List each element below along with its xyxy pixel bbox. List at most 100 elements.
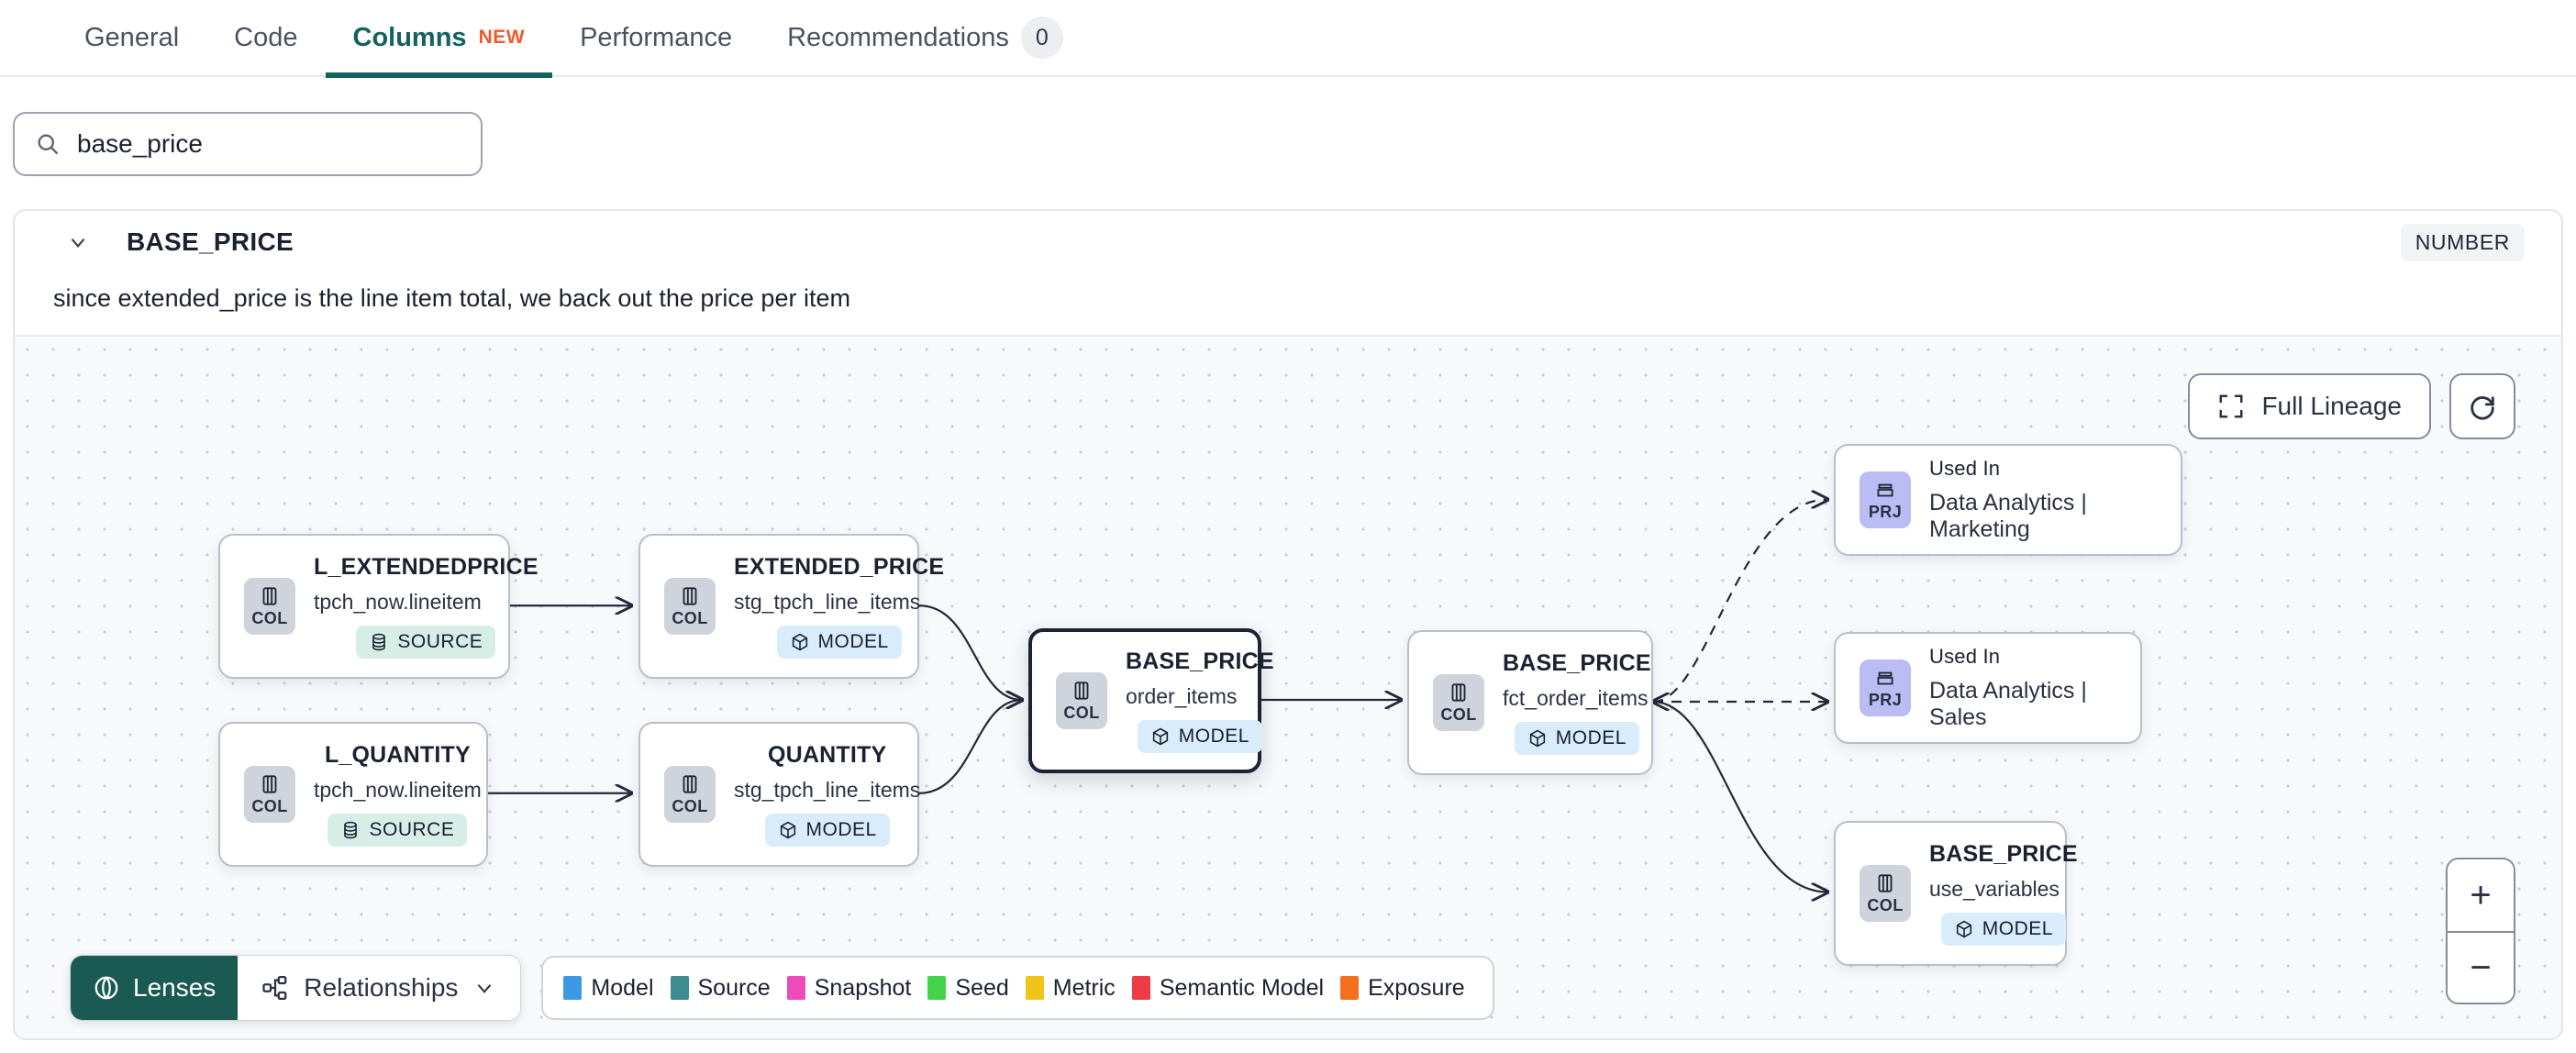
lineage-node-prj_sales[interactable]: PRJ Used In Data Analytics | Sales bbox=[1834, 632, 2142, 744]
node-title: L_EXTENDEDPRICE bbox=[314, 554, 539, 580]
cube-icon bbox=[1954, 919, 1974, 939]
legend-swatch bbox=[1131, 976, 1150, 1000]
legend-item-snapshot[interactable]: Snapshot bbox=[786, 974, 919, 1002]
node-badge-label: PRJ bbox=[1868, 691, 1903, 709]
legend-swatch bbox=[1025, 976, 1044, 1000]
column-icon-badge: COL bbox=[1433, 674, 1484, 731]
node-badge-label: COL bbox=[251, 797, 288, 815]
zoom-out-button[interactable]: − bbox=[2448, 931, 2514, 1003]
column-icon bbox=[1447, 681, 1471, 704]
node-title: BASE_PRICE bbox=[1929, 841, 2078, 867]
relationships-label: Relationships bbox=[304, 973, 459, 1002]
column-icon bbox=[258, 584, 282, 608]
node-title: BASE_PRICE bbox=[1126, 648, 1274, 674]
project-icon-badge: PRJ bbox=[1860, 660, 1911, 716]
node-title: BASE_PRICE bbox=[1503, 650, 1651, 676]
zoom-in-button[interactable]: + bbox=[2448, 859, 2514, 931]
node-subtitle: stg_tpch_line_items bbox=[734, 778, 921, 802]
node-kind-label: MODEL bbox=[1982, 918, 2053, 939]
node-title: EXTENDED_PRICE bbox=[734, 554, 945, 580]
lineage-legend: Model Source Snapshot Seed Metric Semantic Mo… bbox=[541, 956, 1494, 1020]
search-icon bbox=[35, 131, 61, 157]
node-subtitle: stg_tpch_line_items bbox=[734, 590, 921, 614]
legend-item-seed[interactable]: Seed bbox=[927, 975, 1016, 1002]
legend-label: Exposure bbox=[1368, 974, 1465, 1001]
relationships-button[interactable]: Relationships bbox=[238, 956, 521, 1020]
relationships-icon bbox=[261, 974, 289, 1002]
node-kind-badge: MODEL bbox=[1137, 720, 1262, 753]
node-title: Used In bbox=[1929, 645, 2001, 668]
legend-swatch bbox=[786, 976, 805, 1000]
legend-item-model[interactable]: Model bbox=[563, 975, 661, 1002]
node-kind-label: MODEL bbox=[1178, 726, 1249, 747]
legend-label: Seed bbox=[955, 974, 1009, 1001]
node-title: QUANTITY bbox=[767, 742, 887, 768]
lenses-button[interactable]: Lenses bbox=[71, 956, 239, 1020]
tab-label: Recommendations bbox=[787, 22, 1009, 52]
lineage-top-controls: Full Lineage bbox=[2188, 373, 2515, 439]
node-subtitle: tpch_now.lineitem bbox=[314, 590, 482, 614]
lineage-edges bbox=[488, 337, 2561, 1040]
legend-label: Semantic Model bbox=[1159, 974, 1325, 1001]
node-kind-badge: SOURCE bbox=[328, 814, 468, 847]
tab-code[interactable]: Code bbox=[206, 0, 325, 76]
legend-item-metric[interactable]: Metric bbox=[1025, 975, 1123, 1002]
cube-icon bbox=[778, 820, 798, 840]
column-icon-badge: COL bbox=[664, 766, 716, 823]
node-subtitle: use_variables bbox=[1929, 877, 2060, 901]
column-icon bbox=[1873, 871, 1897, 895]
node-subtitle: Data Analytics | Sales bbox=[1929, 678, 2087, 730]
refresh-button[interactable] bbox=[2449, 373, 2515, 439]
search-box[interactable] bbox=[13, 112, 483, 176]
column-icon-badge: COL bbox=[1056, 672, 1107, 729]
chevron-down-icon[interactable] bbox=[66, 230, 90, 254]
node-badge-label: COL bbox=[1440, 705, 1477, 724]
legend-item-exposure[interactable]: Exposure bbox=[1340, 975, 1472, 1002]
column-type-badge: NUMBER bbox=[2400, 223, 2525, 261]
node-subtitle: tpch_now.lineitem bbox=[314, 778, 482, 802]
lens-group: Lenses Relationships bbox=[70, 955, 522, 1021]
node-subtitle: Data Analytics | Marketing bbox=[1929, 490, 2087, 542]
legend-item-source[interactable]: Source bbox=[670, 974, 778, 1002]
legend-swatch bbox=[563, 976, 583, 1000]
project-icon bbox=[1873, 666, 1897, 690]
tab-label: Code bbox=[234, 22, 298, 52]
cube-icon bbox=[1527, 728, 1548, 748]
column-description: since extended_price is the line item to… bbox=[53, 284, 850, 312]
database-icon bbox=[340, 820, 361, 840]
project-icon-badge: PRJ bbox=[1860, 471, 1911, 528]
full-lineage-button[interactable]: Full Lineage bbox=[2188, 373, 2431, 439]
node-badge-label: COL bbox=[251, 609, 288, 627]
node-kind-badge: MODEL bbox=[1940, 913, 2066, 946]
legend-item-semantic-model[interactable]: Semantic Model bbox=[1131, 974, 1331, 1002]
legend-label: Source bbox=[697, 974, 771, 1001]
node-badge-label: COL bbox=[1867, 896, 1904, 914]
chevron-down-icon bbox=[472, 976, 496, 1000]
node-badge-label: COL bbox=[672, 797, 708, 815]
node-kind-label: SOURCE bbox=[397, 631, 483, 652]
tab-general[interactable]: General bbox=[57, 0, 206, 76]
tab-performance[interactable]: Performance bbox=[552, 0, 760, 76]
search-input[interactable] bbox=[77, 129, 461, 159]
node-subtitle: order_items bbox=[1126, 684, 1238, 708]
legend-swatch bbox=[1340, 976, 1360, 1000]
legend-label: Snapshot bbox=[814, 974, 912, 1001]
node-kind-label: MODEL bbox=[817, 631, 889, 652]
cube-icon bbox=[1150, 726, 1171, 747]
column-header[interactable]: BASE_PRICE NUMBER bbox=[15, 211, 2561, 273]
